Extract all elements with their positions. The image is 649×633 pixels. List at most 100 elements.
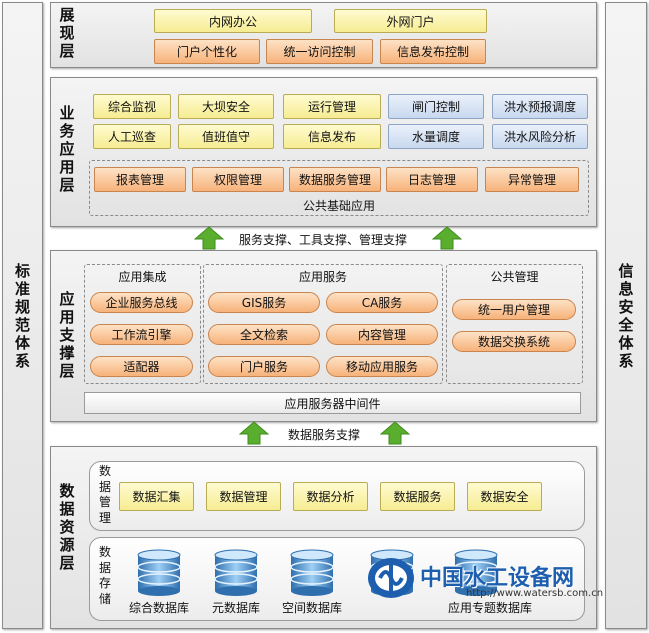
mobile-app-service-box: 移动应用服务 bbox=[326, 356, 438, 377]
database-label: 综合数据库 bbox=[128, 601, 189, 615]
lower-arrow-label: 数据服务支撑 bbox=[287, 428, 360, 442]
right-title-char: 全 bbox=[618, 315, 634, 334]
exception-management-box: 异常管理 bbox=[485, 167, 579, 192]
watermark-name: 中国水工设备网 bbox=[420, 566, 575, 591]
biz-title-char: 业 bbox=[59, 104, 75, 122]
stor-label-char: 存 bbox=[98, 576, 111, 590]
common-base-app-label: 公共基础应用 bbox=[302, 199, 375, 213]
pres-title-char: 现 bbox=[59, 24, 75, 42]
biz-title-char: 层 bbox=[59, 176, 75, 194]
biz-title-char: 用 bbox=[59, 158, 75, 176]
mgmt-label-char: 理 bbox=[98, 510, 111, 525]
right-title-char: 安 bbox=[618, 297, 634, 316]
upper-arrow-left bbox=[194, 226, 224, 250]
portal-personalization-box: 门户个性化 bbox=[154, 39, 260, 64]
data-analysis-box: 数据分析 bbox=[293, 482, 368, 511]
data-service-management-box: 数据服务管理 bbox=[289, 167, 381, 192]
right-title-char: 息 bbox=[618, 279, 634, 298]
right-title-char: 信 bbox=[618, 261, 634, 280]
data-layer-title: 数据资源层 bbox=[58, 482, 76, 574]
biz-title-char: 务 bbox=[59, 122, 75, 140]
app-services-group bbox=[203, 264, 443, 384]
database-icon bbox=[213, 549, 259, 597]
data-collection-box: 数据汇集 bbox=[119, 482, 194, 511]
fulltext-search-box: 全文检索 bbox=[208, 324, 320, 345]
app-server-middleware-bar: 应用服务器中间件 bbox=[84, 392, 581, 414]
security-system-panel: 信息安全体系 bbox=[605, 2, 647, 629]
sup-title-char: 层 bbox=[59, 362, 75, 380]
left-title-char: 规 bbox=[14, 297, 30, 316]
enterprise-service-bus-box: 企业服务总线 bbox=[90, 292, 193, 313]
permission-management-box: 权限管理 bbox=[192, 167, 284, 192]
gate-control-box: 闸门控制 bbox=[388, 94, 484, 119]
right-title-char: 体 bbox=[618, 333, 634, 352]
sup-title-char: 撑 bbox=[59, 344, 75, 362]
ca-service-box: CA服务 bbox=[326, 292, 438, 313]
biz-title-char: 应 bbox=[59, 140, 75, 158]
public-management-title: 公共管理 bbox=[490, 270, 539, 284]
unified-access-control-box: 统一访问控制 bbox=[266, 39, 373, 64]
data-title-char: 据 bbox=[59, 500, 75, 518]
lower-arrow-left bbox=[239, 421, 269, 445]
upper-arrow-right bbox=[432, 226, 462, 250]
comprehensive-monitor-box: 综合监视 bbox=[93, 94, 171, 119]
data-storage-label: 数据存储 bbox=[96, 545, 114, 611]
database-icon bbox=[136, 549, 182, 597]
info-publish-control-box: 信息发布控制 bbox=[380, 39, 486, 64]
dam-safety-box: 大坝安全 bbox=[178, 94, 274, 119]
lower-arrow-right bbox=[380, 421, 410, 445]
mgmt-label-char: 据 bbox=[98, 479, 111, 494]
intranet-office-box: 内网办公 bbox=[154, 9, 312, 33]
app-services-title: 应用服务 bbox=[298, 270, 347, 284]
data-management-box: 数据管理 bbox=[206, 482, 281, 511]
left-title-char: 体 bbox=[14, 333, 30, 352]
right-title-char: 系 bbox=[618, 351, 634, 370]
presentation-layer-title: 展现层 bbox=[58, 6, 76, 64]
standards-system-panel: 标准规范体系 bbox=[2, 2, 43, 629]
standards-system-title: 标准规范体系 bbox=[15, 262, 30, 370]
sup-title-char: 应 bbox=[59, 290, 75, 308]
database-icon bbox=[289, 549, 335, 597]
database-label: 应用专题数据库 bbox=[447, 601, 532, 615]
flood-forecast-box: 洪水预报调度 bbox=[492, 94, 588, 119]
watermark-logo-icon bbox=[368, 558, 414, 598]
app-integration-group bbox=[84, 264, 201, 384]
business-layer-title: 业务应用层 bbox=[58, 104, 76, 196]
info-publish-box: 信息发布 bbox=[283, 124, 381, 149]
database-label: 元数据库 bbox=[211, 601, 260, 615]
report-management-box: 报表管理 bbox=[94, 167, 186, 192]
mgmt-label-char: 管 bbox=[98, 495, 111, 509]
database-label: 空间数据库 bbox=[281, 601, 342, 615]
extranet-portal-box: 外网门户 bbox=[334, 9, 487, 33]
stor-label-char: 数 bbox=[98, 545, 111, 559]
data-service-box: 数据服务 bbox=[380, 482, 455, 511]
upper-arrow-label: 服务支撑、工具支撑、管理支撑 bbox=[238, 233, 407, 247]
data-exchange-system-box: 数据交换系统 bbox=[452, 331, 576, 352]
gis-service-box: GIS服务 bbox=[208, 292, 320, 313]
data-title-char: 资 bbox=[59, 518, 75, 536]
adapter-box: 适配器 bbox=[90, 356, 193, 377]
security-system-title: 信息安全体系 bbox=[618, 262, 633, 370]
pres-title-char: 展 bbox=[59, 6, 75, 24]
watermark-url: http://www.watersb.com.cn bbox=[466, 588, 604, 599]
public-management-group bbox=[446, 264, 583, 384]
sup-title-char: 用 bbox=[59, 308, 75, 326]
data-management-label: 数据管理 bbox=[96, 464, 114, 530]
manual-inspection-box: 人工巡查 bbox=[93, 124, 171, 149]
data-title-char: 数 bbox=[59, 482, 75, 500]
support-layer-title: 应用支撑层 bbox=[58, 290, 76, 382]
content-management-box: 内容管理 bbox=[326, 324, 438, 345]
app-integration-title: 应用集成 bbox=[118, 270, 167, 284]
unified-user-management-box: 统一用户管理 bbox=[452, 299, 576, 320]
left-title-char: 系 bbox=[14, 351, 30, 370]
water-dispatch-box: 水量调度 bbox=[388, 124, 484, 149]
stor-label-char: 据 bbox=[98, 560, 111, 575]
sup-title-char: 支 bbox=[59, 326, 75, 344]
data-title-char: 层 bbox=[59, 554, 75, 572]
duty-watch-box: 值班值守 bbox=[178, 124, 274, 149]
operation-management-box: 运行管理 bbox=[283, 94, 381, 119]
stor-label-char: 储 bbox=[98, 591, 111, 606]
workflow-engine-box: 工作流引擎 bbox=[90, 324, 193, 345]
common-base-app-group bbox=[89, 160, 589, 216]
mgmt-label-char: 数 bbox=[98, 464, 111, 478]
